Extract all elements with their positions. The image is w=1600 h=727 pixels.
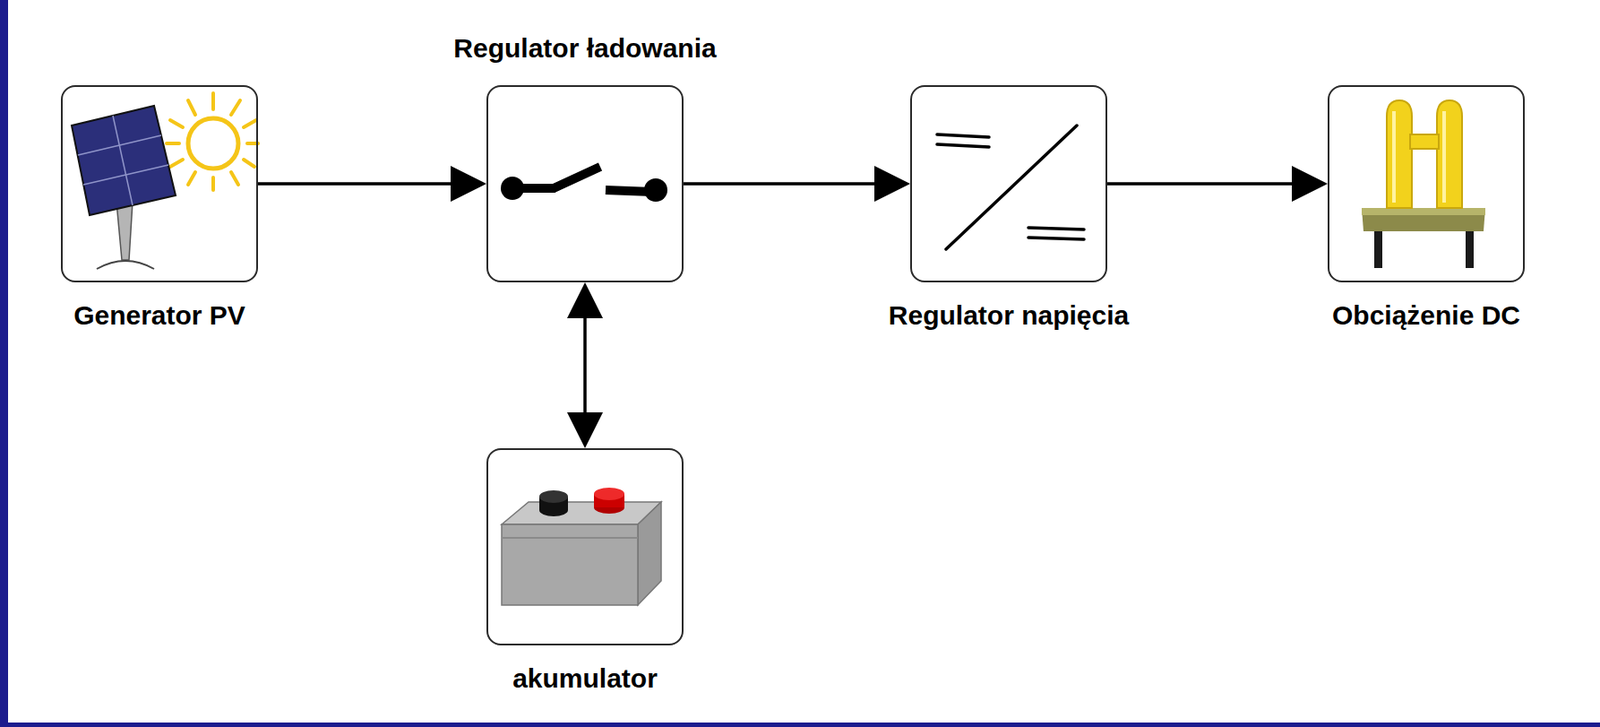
battery-box: akumulator (486, 447, 684, 646)
lamp-icon (1361, 100, 1486, 268)
voltage-regulator-box: Regulator napięcia (910, 85, 1108, 283)
node-label: Generator PV (73, 300, 246, 331)
arrow-connector (567, 282, 603, 448)
switch-symbol (500, 166, 668, 202)
arrow-connector (683, 165, 911, 202)
node-label: akumulator (512, 662, 658, 694)
dc-load-box: Obciążenie DC (1327, 85, 1525, 283)
pv-panel-icon (71, 93, 259, 269)
frame-bar (0, 0, 9, 727)
node-label: Regulator ładowania (453, 33, 716, 64)
node-label: Obciążenie DC (1332, 300, 1521, 331)
arrow-connector (258, 165, 487, 202)
arrow-connector (1107, 165, 1328, 202)
frame-bar (0, 722, 1600, 727)
pv-generator-box: Generator PV (60, 85, 259, 283)
node-label: Regulator napięcia (888, 300, 1129, 331)
battery-icon (501, 487, 662, 605)
charge-controller-box: Regulator ładowania (486, 85, 684, 283)
converter-symbol (937, 125, 1084, 250)
